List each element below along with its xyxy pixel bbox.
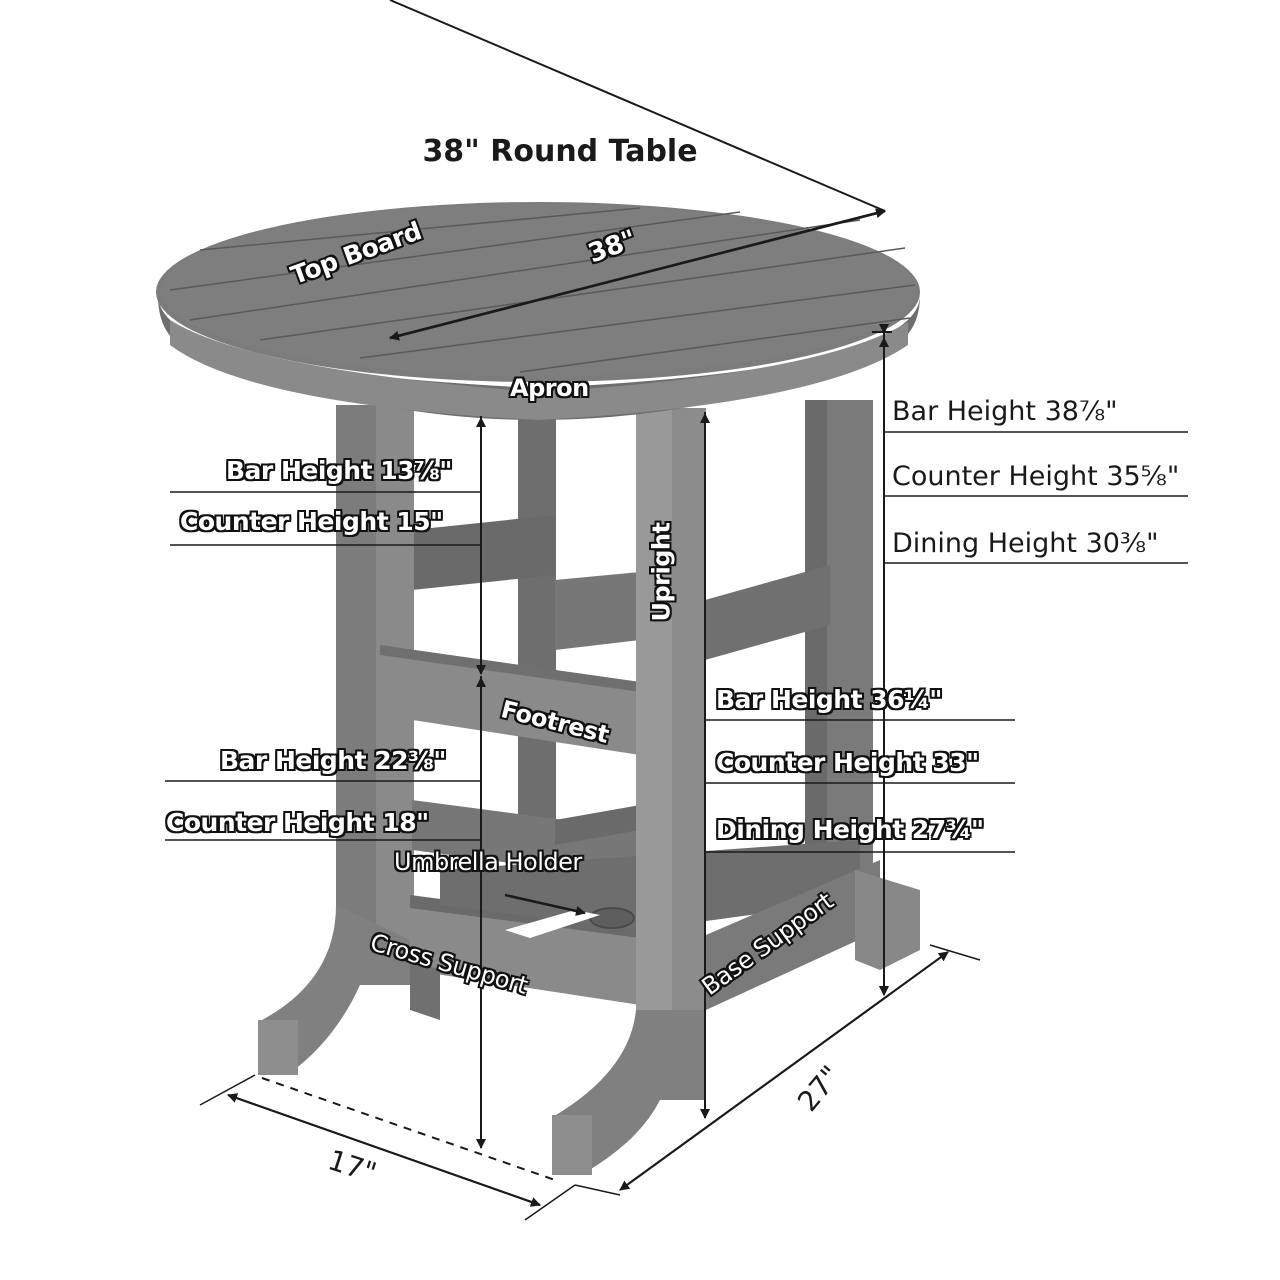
label-apron: Apron bbox=[510, 374, 589, 402]
apron-to-footrest-bar: Bar Height 13⅞" bbox=[226, 456, 452, 485]
footrest-to-floor-counter: Counter Height 18" bbox=[166, 808, 429, 837]
table-height-dining: Dining Height 30⅜" bbox=[892, 528, 1159, 559]
base-support bbox=[706, 860, 880, 1010]
label-umbrella-holder: Umbrella Holder bbox=[394, 848, 582, 876]
left-foot bbox=[262, 905, 410, 1073]
diameter-arrow bbox=[389, 0, 886, 212]
umbrella-arrow bbox=[504, 893, 586, 916]
apron-to-footrest-counter: Counter Height 15" bbox=[180, 507, 443, 536]
right-foot bbox=[556, 1010, 706, 1172]
back-left-leg bbox=[518, 395, 556, 855]
underside-height-bar: Bar Height 36¼" bbox=[716, 685, 942, 714]
underside-height-counter: Counter Height 33" bbox=[716, 748, 979, 777]
label-upright: Upright bbox=[647, 522, 676, 622]
footrest-rail bbox=[380, 652, 640, 755]
diagram-title: 38" Round Table bbox=[422, 134, 698, 169]
underside-height-dining: Dining Height 27¾" bbox=[716, 815, 984, 844]
table-height-counter: Counter Height 35⅝" bbox=[892, 461, 1180, 492]
footrest-to-floor-bar: Bar Height 22⅜" bbox=[220, 746, 446, 775]
umbrella-holder bbox=[589, 907, 635, 929]
table-height-bar: Bar Height 38⅞" bbox=[892, 396, 1118, 427]
